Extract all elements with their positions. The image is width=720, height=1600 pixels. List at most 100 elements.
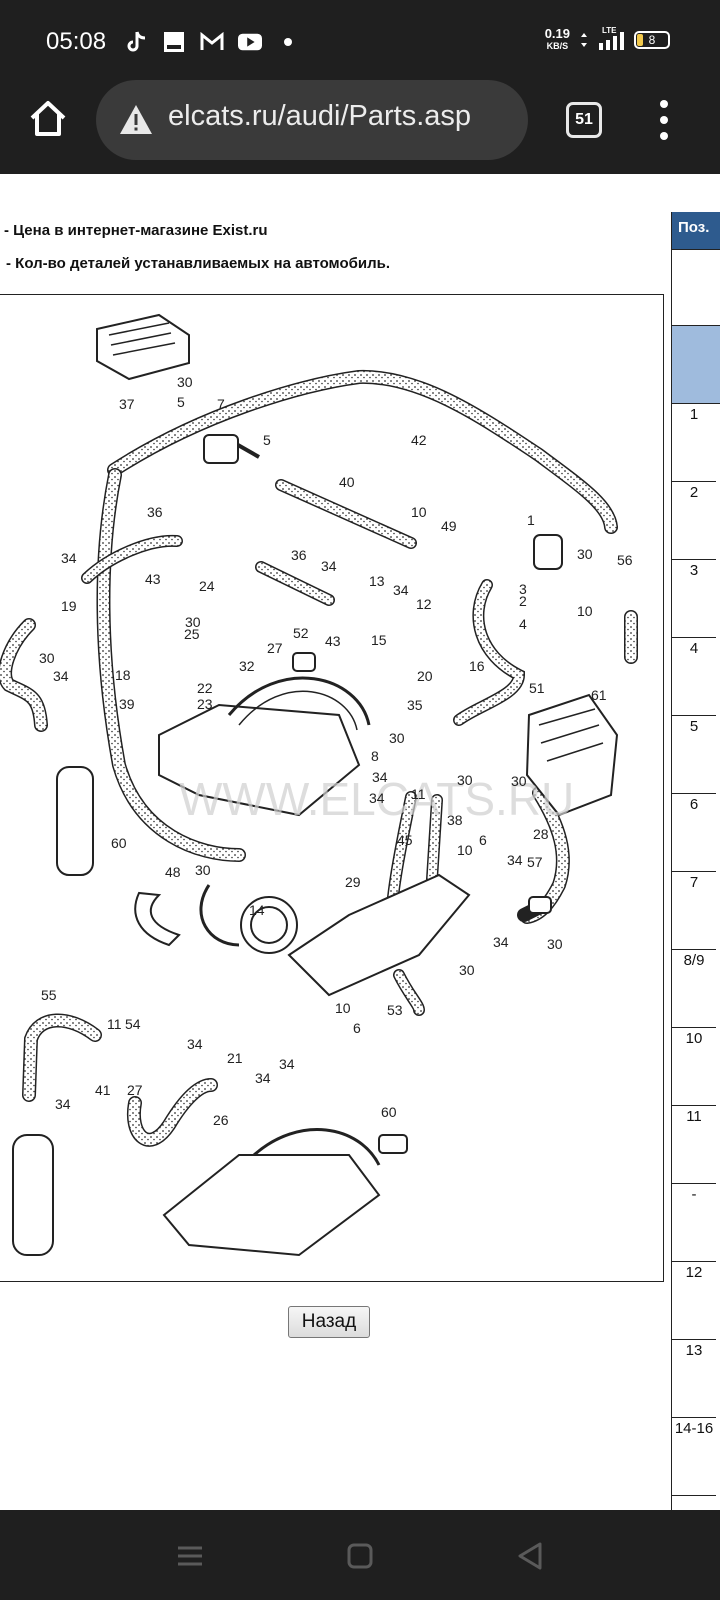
overflow-menu-button[interactable] (652, 100, 676, 140)
table-row-position[interactable]: 6 (672, 794, 716, 872)
part-callout: 34 (61, 550, 77, 566)
part-callout: 14 (249, 902, 265, 918)
part-callout: 26 (213, 1112, 229, 1128)
part-callout: 45 (397, 832, 413, 848)
network-type: LTE (602, 26, 617, 35)
part-callout: 22 (197, 680, 213, 696)
back-nav-button[interactable] (512, 1538, 548, 1574)
part-callout: 18 (115, 667, 131, 683)
part-callout: 24 (199, 578, 215, 594)
part-callout: 12 (416, 596, 432, 612)
part-callout: 30 (577, 546, 593, 562)
part-callout: 30 (511, 773, 527, 789)
part-callout: 55 (41, 987, 57, 1003)
part-callout: 30 (457, 772, 473, 788)
home-nav-button[interactable] (342, 1538, 378, 1574)
part-callout: 11 (411, 786, 426, 802)
part-callout: 43 (145, 571, 161, 587)
menu-dot-icon (660, 116, 668, 124)
part-callout: 29 (345, 874, 361, 890)
table-row-position[interactable]: 5 (672, 716, 716, 794)
url-text[interactable]: elcats.ru/audi/Parts.asp (168, 100, 472, 132)
table-row-position[interactable]: - (672, 1184, 716, 1262)
part-callout: 30 (185, 614, 201, 630)
home-button[interactable] (28, 98, 68, 138)
part-callout: 30 (39, 650, 55, 666)
watermark: WWW.ELCATS.RU (179, 773, 574, 825)
system-nav-bar (0, 1510, 720, 1600)
home-square-icon (347, 1543, 373, 1569)
part-callout: 32 (239, 658, 255, 674)
part-callout: 57 (527, 854, 543, 870)
part-callout: 28 (533, 826, 549, 842)
recent-apps-button[interactable] (172, 1538, 208, 1574)
table-row-position[interactable]: 2 (672, 482, 716, 560)
part-callout: 6 (353, 1020, 361, 1036)
table-row-position[interactable]: 10 (672, 1028, 716, 1106)
part-callout: 40 (339, 474, 355, 490)
part-callout: 5 (177, 394, 185, 410)
part-callout: 4 (519, 616, 527, 632)
part-callout: 37 (119, 396, 135, 412)
part-callout: 51 (529, 680, 545, 696)
table-blank-row (672, 250, 720, 326)
part-callout: 36 (147, 504, 163, 520)
part-callout: 34 (372, 769, 388, 785)
not-secure-icon[interactable] (118, 102, 154, 138)
part-callout: 34 (279, 1056, 295, 1072)
part-callout: 30 (389, 730, 405, 746)
url-bar[interactable]: elcats.ru/audi/Parts.asp (96, 80, 528, 160)
part-callout: 34 (255, 1070, 271, 1086)
tab-switcher-button[interactable]: 51 (566, 102, 602, 138)
part-callout: 11 (107, 1016, 122, 1032)
part-callout: 10 (411, 504, 427, 520)
table-row-position[interactable]: 8/9 (672, 950, 716, 1028)
part-callout: 27 (127, 1082, 143, 1098)
part-callout: 39 (119, 696, 135, 712)
part-callout: 34 (369, 790, 385, 806)
home-icon (30, 101, 66, 136)
part-callout: 34 (493, 934, 509, 950)
part-callout: 10 (457, 842, 473, 858)
web-page: - Цена в интернет-магазине Exist.ru - Ко… (0, 176, 720, 1510)
part-callout: 8 (371, 748, 379, 764)
table-row-position[interactable]: 4 (672, 638, 716, 716)
part-callout: 56 (617, 552, 633, 568)
part-callout: 1 (527, 512, 535, 528)
status-time: 05:08 (46, 28, 107, 55)
part-callout: 34 (507, 852, 523, 868)
table-row-position[interactable]: 13 (672, 1340, 716, 1418)
part-callout: 42 (411, 432, 427, 448)
part-callout: 43 (325, 633, 341, 649)
table-row-position[interactable]: 12 (672, 1262, 716, 1340)
table-row-position[interactable]: 14-16 (672, 1418, 716, 1496)
table-row-position[interactable]: 1 (672, 404, 716, 482)
dot-icon (276, 30, 300, 54)
signal-icon (599, 32, 624, 50)
back-button[interactable]: Назад (288, 1306, 370, 1338)
part-callout: 54 (125, 1016, 141, 1032)
table-row-position[interactable]: 3 (672, 560, 716, 638)
legend-quantity: - Кол-во деталей устанавливаемых на авто… (6, 255, 391, 272)
part-callout: 38 (447, 812, 463, 828)
table-row-position[interactable]: 11 (672, 1106, 716, 1184)
back-triangle-icon (518, 1542, 542, 1570)
recent-apps-icon (178, 1546, 202, 1566)
part-callout: 10 (335, 1000, 351, 1016)
part-callout: 7 (217, 396, 225, 412)
part-callout: 30 (177, 374, 193, 390)
table-row-position[interactable]: 7 (672, 872, 716, 950)
status-bar: 05:08 0.19 KB/S LTE 8 (0, 0, 720, 80)
part-callout: 25 (184, 626, 200, 642)
browser-toolbar: elcats.ru/audi/Parts.asp 51 (0, 80, 720, 256)
part-callout: 60 (111, 835, 127, 851)
part-callout: 60 (381, 1104, 397, 1120)
part-callout: 10 (577, 603, 593, 619)
part-callout: 27 (267, 640, 283, 656)
part-callout: 52 (293, 625, 309, 641)
part-callout: 53 (387, 1002, 403, 1018)
network-speed: 0.19 KB/S (545, 27, 570, 52)
